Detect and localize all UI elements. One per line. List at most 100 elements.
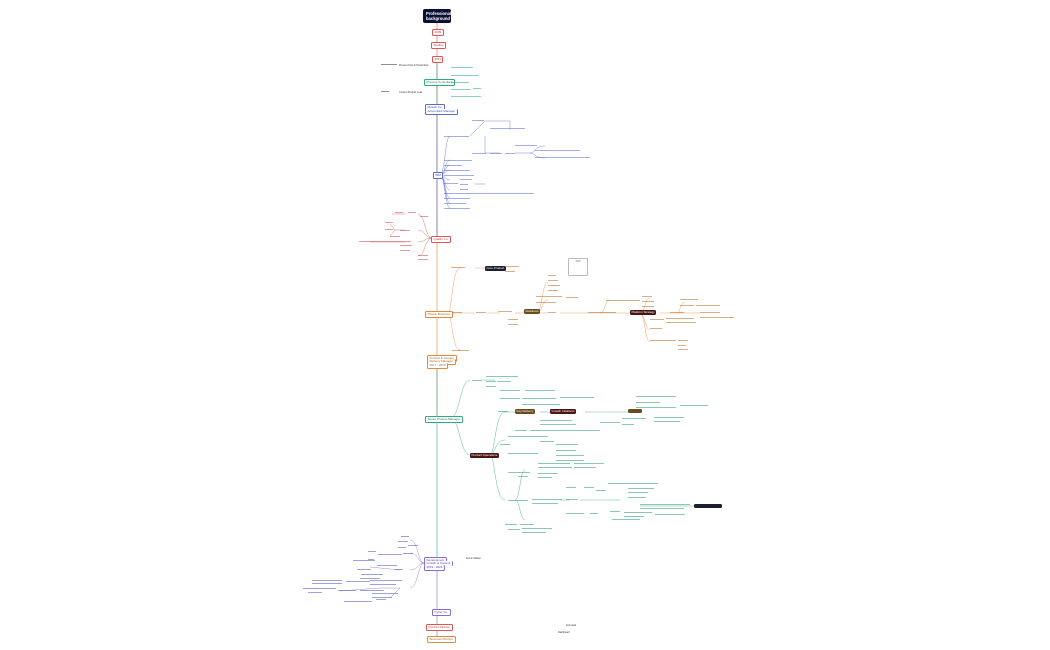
fine-print-line	[508, 453, 538, 454]
node-2019-2021[interactable]: 2019 - 2021	[424, 565, 446, 571]
fine-print-line	[654, 421, 680, 422]
highlight-small-1[interactable]	[628, 409, 642, 413]
fine-print-line	[444, 170, 470, 171]
side-note-dashboard: Dashboard	[558, 631, 570, 634]
fine-print-line	[642, 301, 654, 302]
highlight-product-operations[interactable]: Product Operations	[470, 452, 499, 458]
node-bim[interactable]: BIM	[433, 172, 444, 179]
fine-print-line	[505, 266, 519, 267]
node-studies[interactable]: Studies	[431, 42, 447, 49]
fine-print-line	[473, 88, 481, 89]
fine-print-line	[444, 193, 534, 194]
fine-print-line	[606, 300, 640, 301]
node-2011[interactable]: 2011	[432, 56, 444, 63]
fine-print-line	[505, 271, 515, 272]
fine-print-line	[498, 411, 508, 412]
fine-print-line	[680, 299, 698, 300]
node-mosaic-business[interactable]: Mosaic Business	[425, 311, 453, 318]
fine-print-line	[532, 499, 562, 500]
fine-print-line	[346, 581, 370, 582]
node-senior-product-manager[interactable]: Senior Product Manager	[425, 416, 463, 423]
node-2017-2019[interactable]: 2017 - 2019	[427, 363, 449, 369]
fine-print-line	[610, 511, 620, 512]
node-business-director[interactable]: Business Director	[427, 636, 456, 643]
fine-print-line	[400, 250, 410, 251]
fine-print-line	[525, 390, 555, 391]
fine-print-line	[444, 198, 470, 199]
fine-print-line	[472, 120, 484, 121]
fine-print-line	[548, 285, 560, 286]
highlight-growth-initiatives[interactable]: Growth Initiatives	[550, 408, 577, 414]
note-box-kpi[interactable]: KPI	[568, 258, 588, 276]
root-node[interactable]: Professional background	[423, 9, 451, 23]
fine-print-line	[508, 529, 520, 530]
node-development[interactable]: Development	[424, 557, 447, 563]
fine-print-line	[368, 551, 376, 552]
node-product-director[interactable]: Product Director	[426, 624, 453, 631]
fine-print-line	[538, 463, 570, 464]
fine-print-line	[361, 574, 383, 575]
fine-print-line	[444, 175, 474, 176]
fine-print-line	[400, 245, 412, 246]
highlight-core-product[interactable]: Core Product	[485, 265, 506, 271]
fine-print-line	[518, 476, 528, 477]
fine-print-line	[400, 230, 410, 231]
fine-print-line	[680, 405, 708, 406]
fine-print-line	[505, 524, 517, 525]
root-title-line2: background	[426, 16, 450, 21]
node-growth-content[interactable]: Growth & Content	[424, 561, 453, 566]
highlight-platform-strategy[interactable]: Platform Strategy	[630, 309, 657, 315]
root-title-line1: Professional	[426, 11, 452, 16]
fine-print-line	[556, 450, 576, 451]
node-cyber-co[interactable]: Cyber Co.	[432, 609, 451, 616]
fine-print-line	[636, 407, 676, 408]
fine-print-line	[612, 519, 640, 520]
fine-print-line	[535, 150, 580, 151]
fine-print-line	[398, 547, 406, 548]
highlight-roadmap[interactable]: Roadmap	[524, 308, 541, 314]
fine-print-line	[357, 569, 371, 570]
fine-print-line	[574, 463, 604, 464]
node-quality-co[interactable]: Quality Co.	[431, 236, 451, 243]
fine-print-line	[444, 208, 470, 209]
fine-print-line	[624, 516, 644, 517]
highlight-small-2[interactable]	[694, 504, 722, 508]
highlight-key-delivery[interactable]: Key Delivery	[515, 408, 535, 414]
fine-print-line	[505, 153, 515, 154]
fine-print-line	[500, 390, 520, 391]
fine-print-line	[608, 483, 646, 484]
fine-print-line	[650, 319, 664, 320]
fine-print-line	[444, 165, 462, 166]
fine-print-line	[700, 317, 734, 318]
side-note-content-lead: Content Product Lead	[399, 91, 423, 94]
fine-print-line	[640, 508, 684, 509]
fine-print-line	[451, 75, 479, 76]
fine-print-line	[624, 512, 652, 513]
fine-print-line	[460, 189, 468, 190]
fine-print-line	[628, 492, 648, 493]
side-note-full-stack: Full-stack	[566, 624, 577, 627]
node-2009[interactable]: 2009	[432, 29, 444, 36]
fine-print-line	[628, 488, 654, 489]
fine-print-line	[642, 296, 652, 297]
fine-print-line	[451, 67, 473, 68]
fine-print-line	[360, 590, 384, 591]
fine-print-line	[556, 455, 584, 456]
fine-print-line	[498, 311, 512, 312]
fine-print-line	[600, 422, 620, 423]
fine-print-line	[622, 424, 634, 425]
fine-print-line	[678, 340, 688, 341]
fine-print-line	[403, 553, 413, 554]
fine-print-line	[460, 184, 468, 185]
fine-print-line	[390, 236, 400, 237]
fine-print-line	[385, 222, 393, 223]
fine-print-line	[308, 592, 322, 593]
fine-print-line	[500, 398, 520, 399]
fine-print-line	[385, 229, 393, 230]
fine-print-line	[359, 241, 381, 242]
fine-print-line	[700, 312, 720, 313]
node-accountant-manager[interactable]: Accountant Manager	[425, 109, 458, 115]
fine-print-line	[596, 490, 606, 491]
fine-print-line	[508, 472, 530, 473]
